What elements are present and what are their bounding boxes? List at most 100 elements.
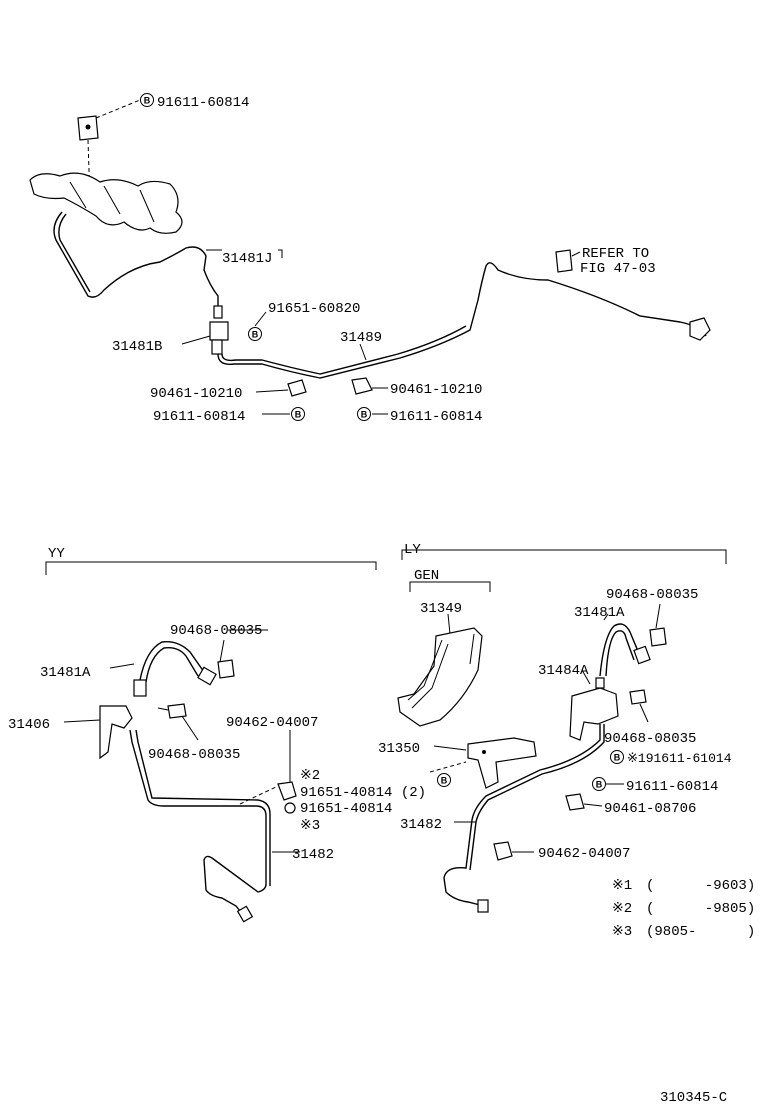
label-refer-to: REFER TO [582,246,649,262]
bracket-yy [45,561,377,575]
label-ly-90462: 90462-04007 [538,846,630,862]
svg-text:B: B [361,410,368,420]
footnote-3-text: (9805- ) [646,924,755,940]
leader-31481j [206,249,283,258]
leader-90461-left [255,389,289,393]
label-yy-91651: 91651-40814 [300,801,392,817]
pipe-31489 [217,262,707,379]
leader-31481b [181,335,211,345]
leader-yy-90468-a [219,629,268,663]
label-yy-31481a: 31481A [40,665,91,681]
footnote-1-text: ( -9603) [646,878,755,894]
badge-b-ly-31350: B [437,773,451,787]
badge-b-ly-61014: B [610,750,624,764]
badge-b-top: B [140,93,154,107]
label-yy-90468-a: 90468-08035 [170,623,262,639]
hose-end-a [133,679,147,697]
hose-31481a-yy [139,641,205,681]
label-31481j: 31481J [222,251,272,267]
pipe-31482-yy-end [236,905,254,923]
label-ly-90468-b: 90468-08035 [604,731,696,747]
footnote-1-mark: ※1 [612,878,632,894]
leader-ly-31349 [447,613,451,635]
leader-ly-31484a [581,669,591,685]
hose-31481a-ly [599,623,641,677]
label-91651-60820: 91651-60820 [268,301,360,317]
footnote-2-mark: ※2 [612,901,632,917]
svg-text:B: B [252,330,259,340]
clip-ly-90468-a [649,627,667,647]
leader-ly-90461 [583,803,603,807]
leader-31489 [359,343,367,361]
label-yy-note2: ※2 [300,768,320,784]
label-yy-31482: 31482 [292,847,334,863]
clamp-top [77,115,99,141]
pipe-31481j [53,211,219,306]
leader-dash-yy [239,785,279,805]
label-ly-31482: 31482 [400,817,442,833]
section-gen: GEN [414,568,439,584]
badge-b-ly-60814: B [592,777,606,791]
leader-top-91611 [95,99,141,119]
label-ly-31484a: 31484A [538,663,589,679]
svg-text:B: B [144,96,151,106]
svg-text:B: B [441,776,448,786]
pipe-31482-ly-end [477,899,489,913]
clip-ly-90462 [493,841,513,861]
label-90461-right: 90461-10210 [390,382,482,398]
hose-ly-end [633,645,651,665]
label-31406: 31406 [8,717,50,733]
clamp-refer [555,249,573,273]
label-91611-60814-top: 91611-60814 [157,95,249,111]
clip-ly-90468-b [629,689,647,705]
label-ly-91611-61014: ※191611-61014 [627,751,732,766]
leader-yy-31481a [109,663,135,669]
bracket-31406 [99,705,133,760]
leader-dash-ly [429,761,467,773]
label-yy-90468-b: 90468-08035 [148,747,240,763]
bracket-gen [409,581,491,592]
leader-91651-60820 [254,311,267,327]
label-ly-91611-60814: 91611-60814 [626,779,718,795]
leader-refer [571,251,581,257]
svg-text:B: B [295,410,302,420]
leader-31406 [63,719,101,723]
label-ly-31350: 31350 [378,741,420,757]
label-ly-31349: 31349 [420,601,462,617]
leader-ly-90468-a [655,603,661,629]
section-yy: YY [48,546,65,562]
leader-ly-31481a [603,613,609,621]
clip-yy-90468-b [157,703,187,719]
clip-ly-90461 [565,793,585,811]
label-91611-right: 91611-60814 [390,409,482,425]
label-ly-90461-08706: 90461-08706 [604,801,696,817]
hose-end-b [197,666,217,686]
label-90461-left: 90461-10210 [150,386,242,402]
svg-text:B: B [596,780,603,790]
footnote-3-mark: ※3 [612,924,632,940]
label-31489: 31489 [340,330,382,346]
pipe-31482-yy [129,729,267,917]
label-ly-90468-a: 90468-08035 [606,587,698,603]
label-fig-ref: FIG 47-03 [580,261,656,277]
leader-ly-90468-b [639,703,649,723]
shield-31349 [397,627,483,727]
bracket-ly [401,549,727,564]
bracket-31350 [467,737,537,789]
label-yy-91651-2: 91651-40814 (2) [300,785,426,801]
svg-text:B: B [614,753,621,763]
clip-90461-right [351,377,373,395]
label-31481b: 31481B [112,339,162,355]
leader-ly-31350 [433,745,467,751]
figure-code: 310345-C [660,1090,727,1106]
clip-yy-90468-a [217,659,235,679]
pipe-end-fitting [689,317,711,341]
label-ly-31481a: 31481A [574,605,625,621]
bracket-31484a [569,677,619,741]
pipe-31482-ly [443,724,601,907]
leader-yy-90468-b [181,715,199,741]
clip-90461-left [287,379,307,397]
badge-b-91611-left: B [291,407,305,421]
